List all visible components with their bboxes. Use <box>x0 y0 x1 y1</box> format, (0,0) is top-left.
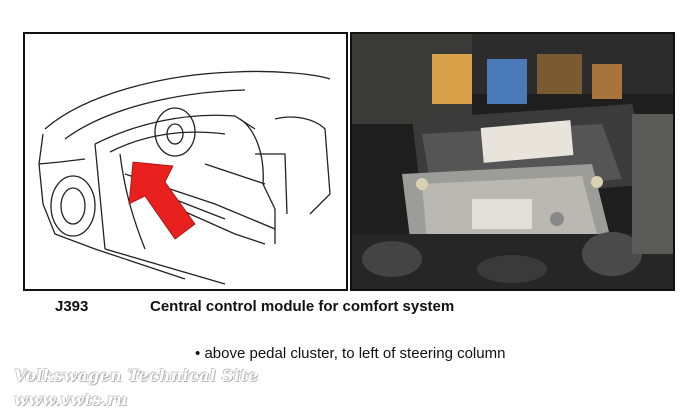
watermark-site-name: Volkswagen Technical Site <box>14 366 259 385</box>
module-title: Central control module for comfort syste… <box>150 298 455 315</box>
location-arrow <box>128 161 196 240</box>
module-photo <box>352 34 673 289</box>
module-photo-panel <box>350 32 675 291</box>
watermark-url: www.vwts.ru <box>14 390 128 409</box>
location-text: above pedal cluster, to left of steering… <box>204 345 506 362</box>
bullet-marker: • <box>195 345 201 362</box>
location-note: • above pedal cluster, to left of steeri… <box>195 345 505 362</box>
car-illustration-panel <box>23 32 348 291</box>
car-line-drawing <box>38 70 331 285</box>
module-code: J393 <box>55 298 89 315</box>
